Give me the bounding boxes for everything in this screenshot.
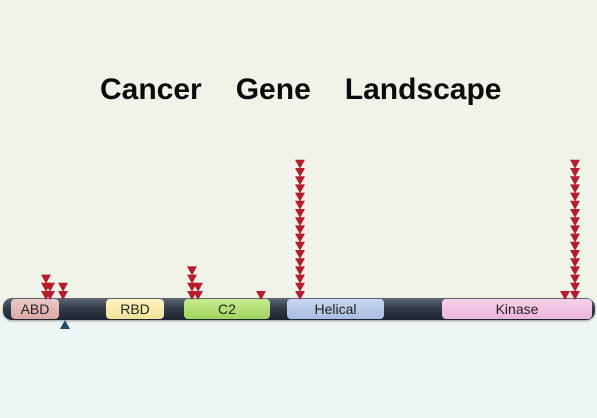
mutation-marker [570,266,580,276]
mutation-marker [193,291,203,300]
mutation-marker [295,266,305,276]
mutation-marker [570,184,580,194]
mutation-marker [295,291,305,300]
site-marker-up [60,320,70,329]
lower-background [0,312,597,418]
mutation-marker [570,200,580,210]
mutation-marker [295,282,305,292]
title-word-gene: Gene [235,73,311,106]
mutation-marker [45,291,55,300]
mutation-marker [560,291,570,300]
mutation-marker [295,200,305,210]
mutation-marker [570,168,580,177]
mutation-marker [58,282,68,292]
mutation-marker [41,274,51,284]
mutation-marker [570,250,580,259]
domain-kinase: Kinase [442,299,592,319]
mutation-marker [295,233,305,243]
mutation-marker [295,241,305,251]
title-word-landscape: Landscape [344,73,502,106]
domain-abd: ABD [11,299,59,319]
mutation-marker [570,233,580,243]
mutation-marker [570,217,580,227]
mutation-marker [193,282,203,292]
domain-rbd: RBD [106,299,164,319]
mutation-marker [295,159,305,169]
domain-c2: C2 [184,299,270,319]
mutation-marker [570,241,580,251]
mutation-marker [187,274,197,284]
mutation-marker [58,291,68,300]
mutation-marker [570,192,580,202]
mutation-marker [295,274,305,284]
mutation-marker [295,168,305,177]
mutation-marker [295,250,305,259]
mutation-marker [570,209,580,218]
mutation-marker [570,159,580,169]
mutation-marker [295,176,305,186]
page-title: Cancer Gene Landscape [100,70,501,110]
mutation-marker [570,274,580,284]
mutation-marker [45,282,55,292]
domain-helical: Helical [287,299,384,319]
mutation-marker [570,176,580,186]
mutation-marker [570,258,580,268]
mutation-marker [570,225,580,235]
mutation-marker [295,192,305,202]
mutation-marker [295,217,305,227]
mutation-marker [256,291,266,300]
mutation-marker [570,291,580,300]
mutation-marker [295,225,305,235]
mutation-marker [187,266,197,276]
mutation-marker [295,209,305,218]
mutation-marker [570,282,580,292]
mutation-marker [295,258,305,268]
mutation-marker [295,184,305,194]
title-word-cancer: Cancer [100,73,202,106]
